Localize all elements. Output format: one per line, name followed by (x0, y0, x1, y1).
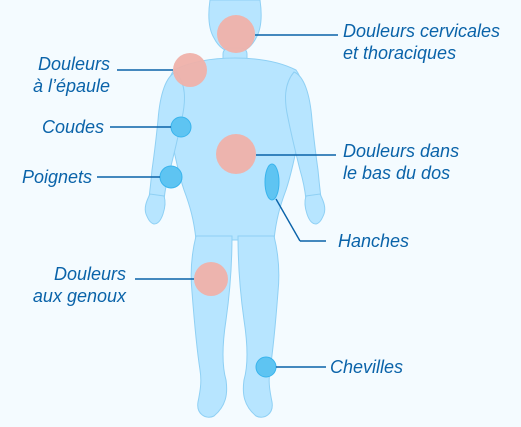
shoulder-pain-marker[interactable] (173, 53, 207, 87)
ankle-pain-marker[interactable] (256, 357, 276, 377)
elbow-label: Coudes (10, 116, 104, 138)
cervical-label: Douleurs cervicales et thoraciques (343, 20, 500, 64)
shoulder-label-line2: à l’épaule (10, 75, 110, 97)
hip-label-text: Hanches (338, 230, 409, 252)
lower-back-pain-marker[interactable] (216, 134, 256, 174)
cervical-label-line2: et thoraciques (343, 42, 500, 64)
shoulder-label-line1: Douleurs (10, 53, 110, 75)
lower-back-label: Douleurs dans le bas du dos (343, 140, 459, 184)
knee-label-line1: Douleurs (6, 263, 126, 285)
wrist-label: Poignets (6, 166, 92, 188)
body-silhouette (145, 0, 325, 417)
ankle-label-text: Chevilles (330, 356, 403, 378)
lower-back-label-line2: le bas du dos (343, 162, 459, 184)
elbow-pain-marker[interactable] (171, 117, 191, 137)
knee-label: Douleurs aux genoux (6, 263, 126, 307)
knee-label-line2: aux genoux (6, 285, 126, 307)
hip-leader-line-diagonal (276, 199, 300, 241)
knee-pain-marker[interactable] (194, 262, 228, 296)
cervical-label-line1: Douleurs cervicales (343, 20, 500, 42)
right-leg-shape (238, 236, 279, 417)
wrist-label-text: Poignets (6, 166, 92, 188)
lower-back-label-line1: Douleurs dans (343, 140, 459, 162)
left-hand-shape (145, 194, 165, 224)
hip-pain-marker[interactable] (265, 164, 279, 200)
hip-label: Hanches (338, 230, 409, 252)
shoulder-label: Douleurs à l’épaule (10, 53, 110, 97)
wrist-pain-marker[interactable] (160, 166, 182, 188)
right-hand-shape (305, 194, 325, 224)
ankle-label: Chevilles (330, 356, 403, 378)
elbow-label-text: Coudes (10, 116, 104, 138)
cervical-pain-marker[interactable] (217, 15, 255, 53)
